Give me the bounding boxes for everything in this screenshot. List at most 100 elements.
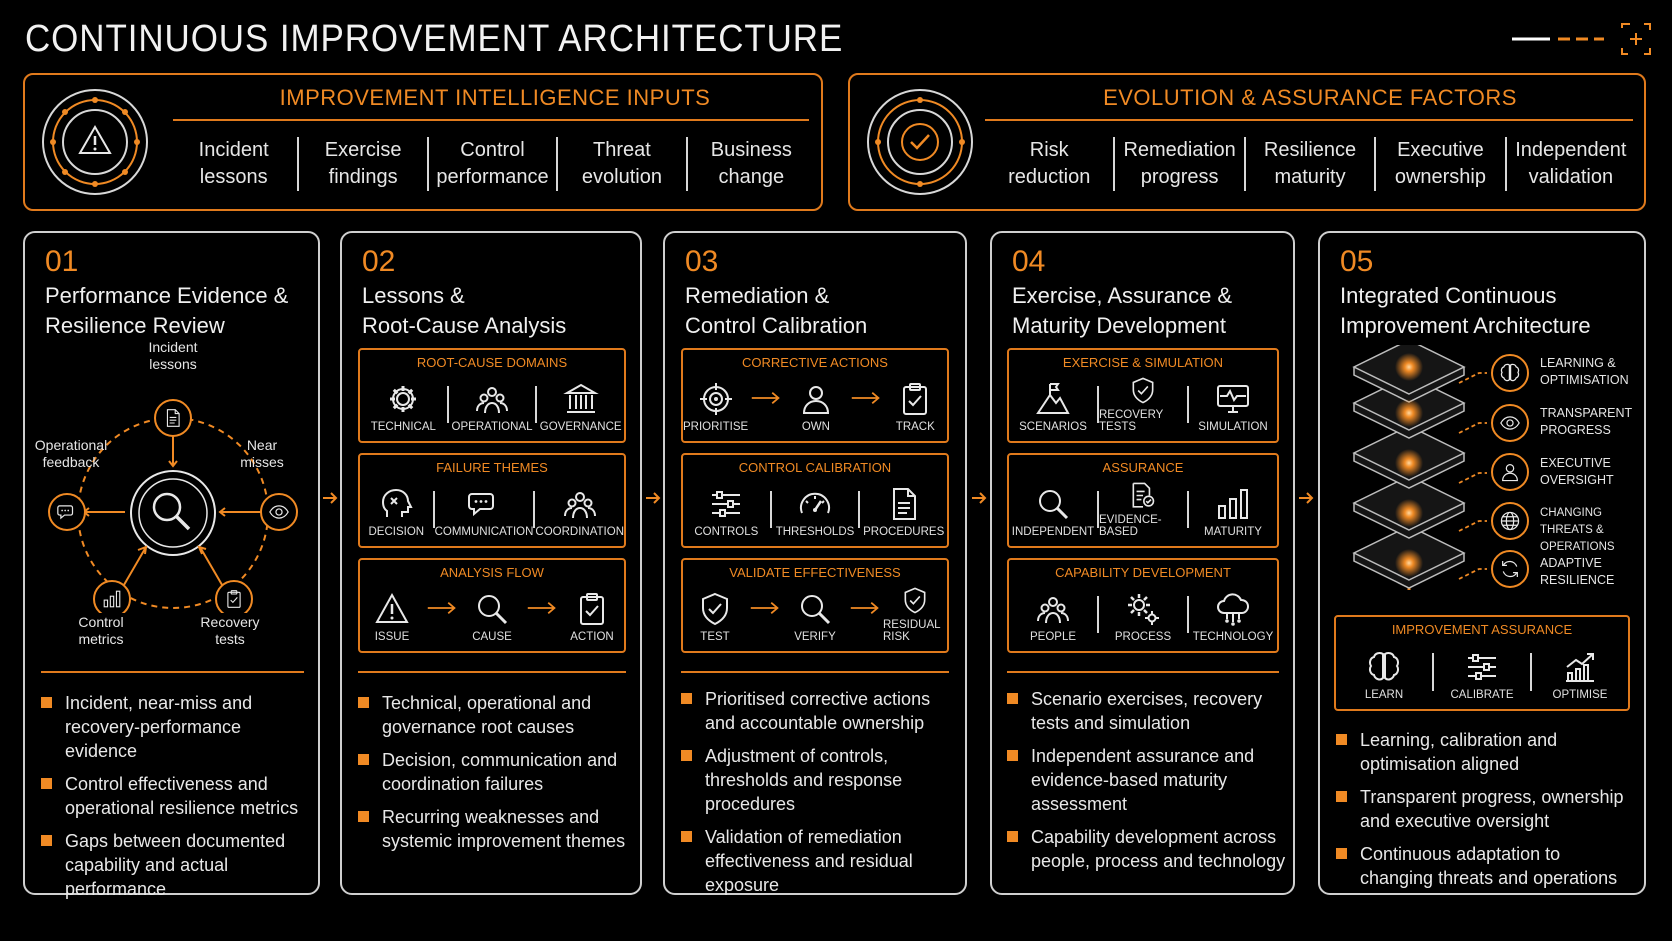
flow-arrow-icon: [972, 492, 987, 504]
column-title: Lessons &Root-Cause Analysis: [362, 283, 567, 338]
inputs-panel-title: IMPROVEMENT INTELLIGENCE INPUTS: [279, 85, 711, 110]
column-04: 04 Exercise, Assurance &Maturity Develop…: [990, 231, 1295, 895]
box-title: ANALYSIS FLOW: [440, 565, 544, 580]
column-title: Remediation &Control Calibration: [685, 283, 868, 338]
action-cell: ACTION: [560, 586, 624, 647]
document-check-icon: [1125, 481, 1161, 510]
cause-cell: CAUSE: [460, 586, 524, 647]
document-icon: [886, 486, 922, 522]
page-title: CONTINUOUS IMPROVEMENT ARCHITECTURE: [25, 18, 844, 60]
factors-panel-title: EVOLUTION & ASSURANCE FACTORS: [1103, 85, 1517, 110]
own-cell: OWN: [784, 376, 847, 437]
gears-icon: [1125, 591, 1161, 627]
communication-cell: COMMUNICATION: [435, 481, 533, 542]
layer-label: CHANGING THREATS &OPERATIONS: [1540, 507, 1615, 553]
column-title: Performance Evidence &Resilience Review: [45, 283, 289, 338]
warning-triangle-icon: [42, 89, 148, 195]
procedures-cell: PROCEDURES: [860, 481, 947, 542]
evidence-based-cell: EVIDENCE-BASED: [1099, 481, 1187, 542]
root-cause-domains-box: ROOT-CAUSE DOMAINS TECHNICAL OPERATIONAL…: [358, 348, 626, 443]
people-icon: [474, 381, 510, 417]
cloud-network-icon: [1215, 591, 1251, 627]
flow-arrow-icon: [323, 492, 338, 504]
residual-risk-cell: RESIDUAL RISK: [883, 586, 947, 647]
box-title: CAPABILITY DEVELOPMENT: [1055, 565, 1231, 580]
scenarios-cell: SCENARIOS: [1009, 376, 1097, 437]
issue-cell: ISSUE: [360, 586, 424, 647]
mountain-flag-icon: [1035, 381, 1071, 417]
people-icon: [1035, 591, 1071, 627]
bullet: Decision, communication and coordination…: [358, 748, 632, 796]
exercise-simulation-box: EXERCISE & SIMULATION SCENARIOS RECOVERY…: [1007, 348, 1279, 443]
people-cell: PEOPLE: [1009, 586, 1097, 647]
decision-cell: DECISION: [360, 481, 433, 542]
column-02: 02 Lessons &Root-Cause Analysis ROOT-CAU…: [340, 231, 642, 895]
column-divider: [358, 671, 626, 673]
box-title: EXERCISE & SIMULATION: [1062, 355, 1224, 370]
column-divider: [1007, 671, 1279, 673]
corrective-actions-box: CORRECTIVE ACTIONS PRIORITISE OWN TRACK: [681, 348, 949, 443]
box-title: CORRECTIVE ACTIONS: [742, 355, 888, 370]
column-bullets: Learning, calibration and optimisation a…: [1336, 728, 1638, 899]
verify-cell: VERIFY: [783, 586, 847, 647]
bullet: Adjustment of controls, thresholds and r…: [681, 744, 959, 816]
search-icon: [474, 591, 510, 627]
gear-icon: [385, 381, 421, 417]
brain-icon: [1366, 649, 1402, 685]
technical-cell: TECHNICAL: [360, 376, 447, 437]
layer-label: LEARNING &OPTIMISATION: [1540, 356, 1629, 387]
controls-cell: CONTROLS: [683, 481, 770, 542]
governance-cell: GOVERNANCE: [537, 376, 624, 437]
box-title: CONTROL CALIBRATION: [738, 460, 892, 475]
improvement-assurance-box: IMPROVEMENT ASSURANCE LEARN CALIBRATE OP…: [1334, 615, 1630, 711]
box-title: IMPROVEMENT ASSURANCE: [1391, 622, 1573, 637]
column-bullets: Scenario exercises, recovery tests and s…: [1007, 687, 1287, 882]
trend-up-icon: [1562, 649, 1598, 685]
column-divider: [41, 671, 304, 673]
simulation-cell: SIMULATION: [1189, 376, 1277, 437]
inputs-panel-rule: [173, 119, 809, 121]
bullet: Scenario exercises, recovery tests and s…: [1007, 687, 1287, 735]
box-title: VALIDATE EFFECTIVENESS: [729, 565, 901, 580]
thresholds-cell: THRESHOLDS: [772, 481, 859, 542]
warning-icon: [374, 591, 410, 627]
arrow-right-icon: [750, 390, 782, 406]
column-bullets: Incident, near-miss and recovery-perform…: [41, 691, 310, 910]
shield-check-icon: [897, 586, 933, 615]
clipboard-check-icon: [574, 591, 610, 627]
flow-arrow-icon: [1299, 492, 1314, 504]
target-icon: [698, 381, 734, 417]
box-title: ROOT-CAUSE DOMAINS: [416, 355, 568, 370]
column-number: 03: [685, 245, 719, 278]
bullet: Independent assurance and evidence-based…: [1007, 744, 1287, 816]
bullet: Transparent progress, ownership and exec…: [1336, 785, 1638, 833]
group-icon: [562, 486, 598, 522]
bank-icon: [563, 381, 599, 417]
bullet: Validation of remediation effectiveness …: [681, 825, 959, 897]
arrow-right-icon: [526, 600, 558, 616]
column-bullets: Prioritised corrective actions and accou…: [681, 687, 959, 906]
person-icon: [798, 381, 834, 417]
analysis-flow-box: ANALYSIS FLOW ISSUE CAUSE ACTION: [358, 558, 626, 653]
column-01: 01 Performance Evidence &Resilience Revi…: [23, 231, 320, 899]
optimise-cell: OPTIMISE: [1532, 643, 1628, 705]
chat-icon: [466, 486, 502, 522]
column-bullets: Technical, operational and governance ro…: [358, 691, 632, 862]
box-title: ASSURANCE: [1102, 460, 1184, 475]
bullet: Learning, calibration and optimisation a…: [1336, 728, 1638, 776]
coordination-cell: COORDINATION: [535, 481, 624, 542]
column-title: Exercise, Assurance &Maturity Developmen…: [1012, 283, 1233, 338]
monitor-pulse-icon: [1215, 381, 1251, 417]
